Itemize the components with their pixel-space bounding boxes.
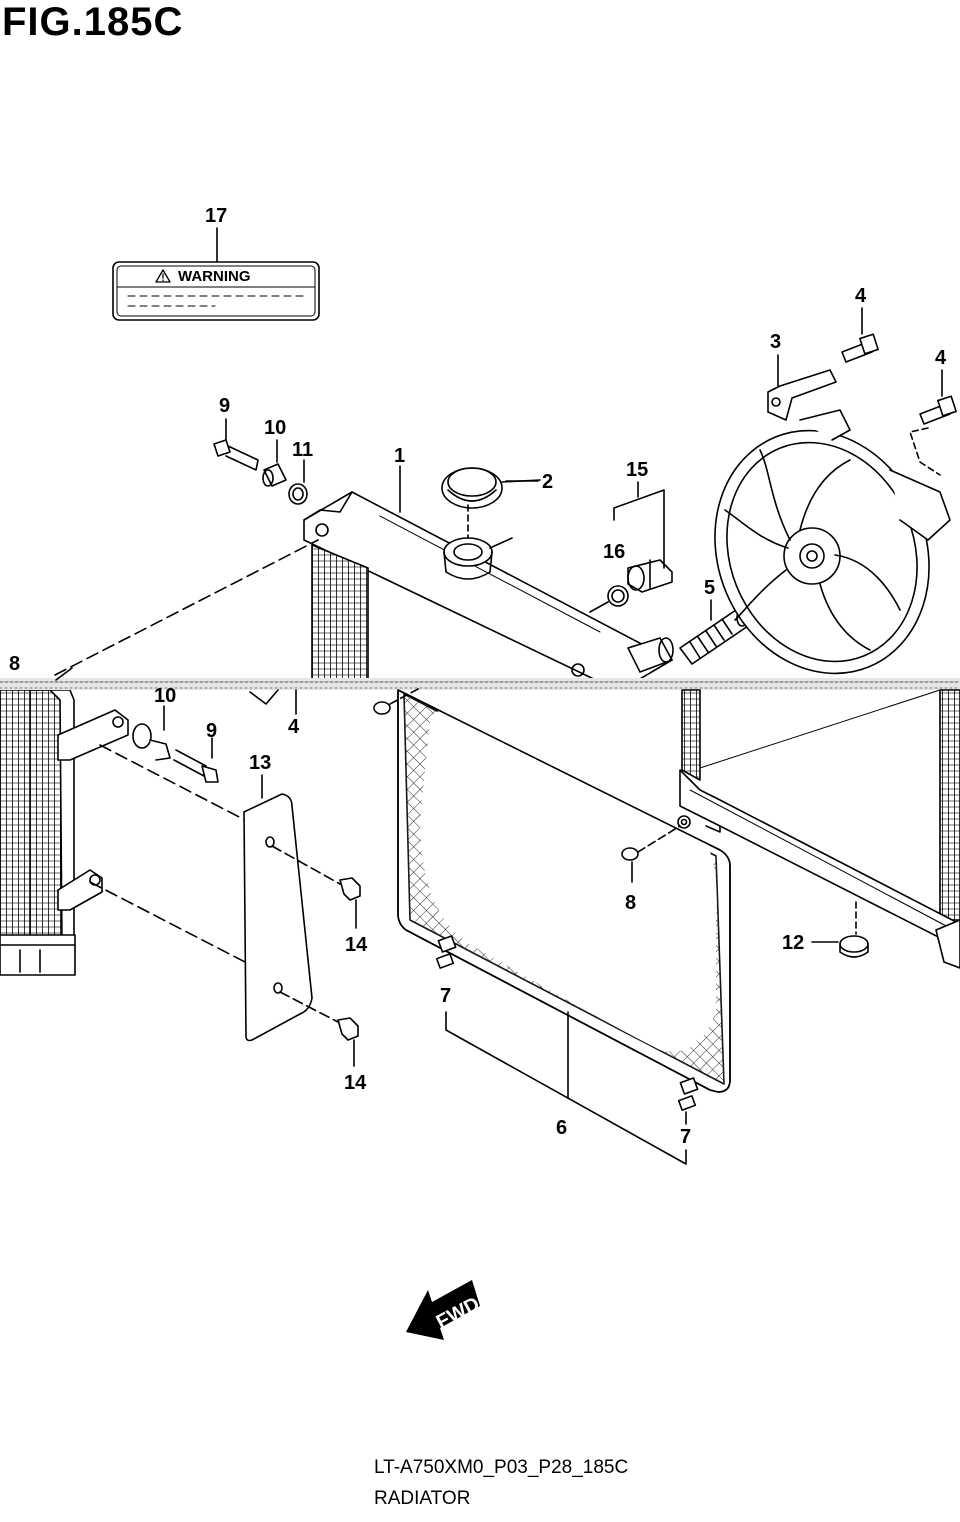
bolt-4-right — [909, 369, 957, 476]
callout-7: 7 — [680, 1126, 691, 1148]
thermo-switch — [627, 559, 673, 593]
callout-14: 14 — [344, 1072, 367, 1094]
outlet-pipe — [571, 637, 674, 677]
callout-3: 3 — [770, 331, 781, 353]
clip-7-right — [677, 1077, 699, 1111]
warning-label — [112, 261, 320, 321]
clip-7-left — [435, 935, 457, 969]
rivet-8-top — [373, 687, 421, 715]
callout-10: 10 — [264, 417, 286, 439]
cooling-fan — [714, 354, 951, 675]
screw-14-top — [339, 877, 361, 929]
callout-7: 7 — [440, 985, 451, 1007]
callout-6: 6 — [556, 1117, 567, 1139]
callout-1: 1 — [394, 445, 405, 467]
warning-heading: WARNING — [178, 268, 251, 285]
callout-8: 8 — [9, 653, 20, 675]
bolt-4-top — [841, 307, 879, 363]
figure-title: FIG.185C — [2, 0, 184, 44]
o-ring — [607, 585, 629, 607]
callout-4: 4 — [288, 716, 300, 738]
callout-13: 13 — [249, 752, 271, 774]
screw-14-bottom — [337, 1017, 359, 1067]
callout-4: 4 — [855, 285, 867, 307]
callout-17: 17 — [205, 205, 227, 227]
callout-16: 16 — [603, 541, 625, 563]
radiator-screen-6 — [397, 689, 731, 1093]
collar-10-top — [262, 439, 287, 487]
grommet-12 — [811, 901, 869, 958]
callout-2: 2 — [542, 471, 553, 493]
callout-8: 8 — [625, 892, 636, 914]
figure-name: RADIATOR — [374, 1488, 471, 1509]
warning-triangle-icon — [155, 269, 171, 283]
rivet-8-right — [621, 825, 681, 883]
callout-9: 9 — [219, 395, 230, 417]
bolt-9-top — [213, 418, 259, 471]
callout-11: 11 — [292, 439, 313, 461]
callout-12: 12 — [782, 932, 804, 954]
callout-14: 14 — [345, 934, 368, 956]
callout-9: 9 — [206, 720, 217, 742]
callout-5: 5 — [704, 577, 715, 599]
callout-4: 4 — [935, 347, 947, 369]
radiator-core — [0, 491, 673, 976]
bolt-9-bottom — [173, 737, 219, 783]
side-shroud-13 — [243, 774, 313, 1042]
radiator-core-right — [679, 689, 960, 969]
figure-code: LT-A750XM0_P03_P28_185C — [374, 1457, 629, 1478]
callout-10: 10 — [154, 685, 176, 707]
collar-10-bottom — [132, 705, 171, 761]
fwd-arrow-icon: FWD — [406, 1280, 483, 1340]
filler-neck — [443, 504, 513, 580]
radiator-cap — [441, 467, 541, 509]
callout-15: 15 — [626, 459, 648, 481]
grommet-11 — [288, 459, 308, 505]
